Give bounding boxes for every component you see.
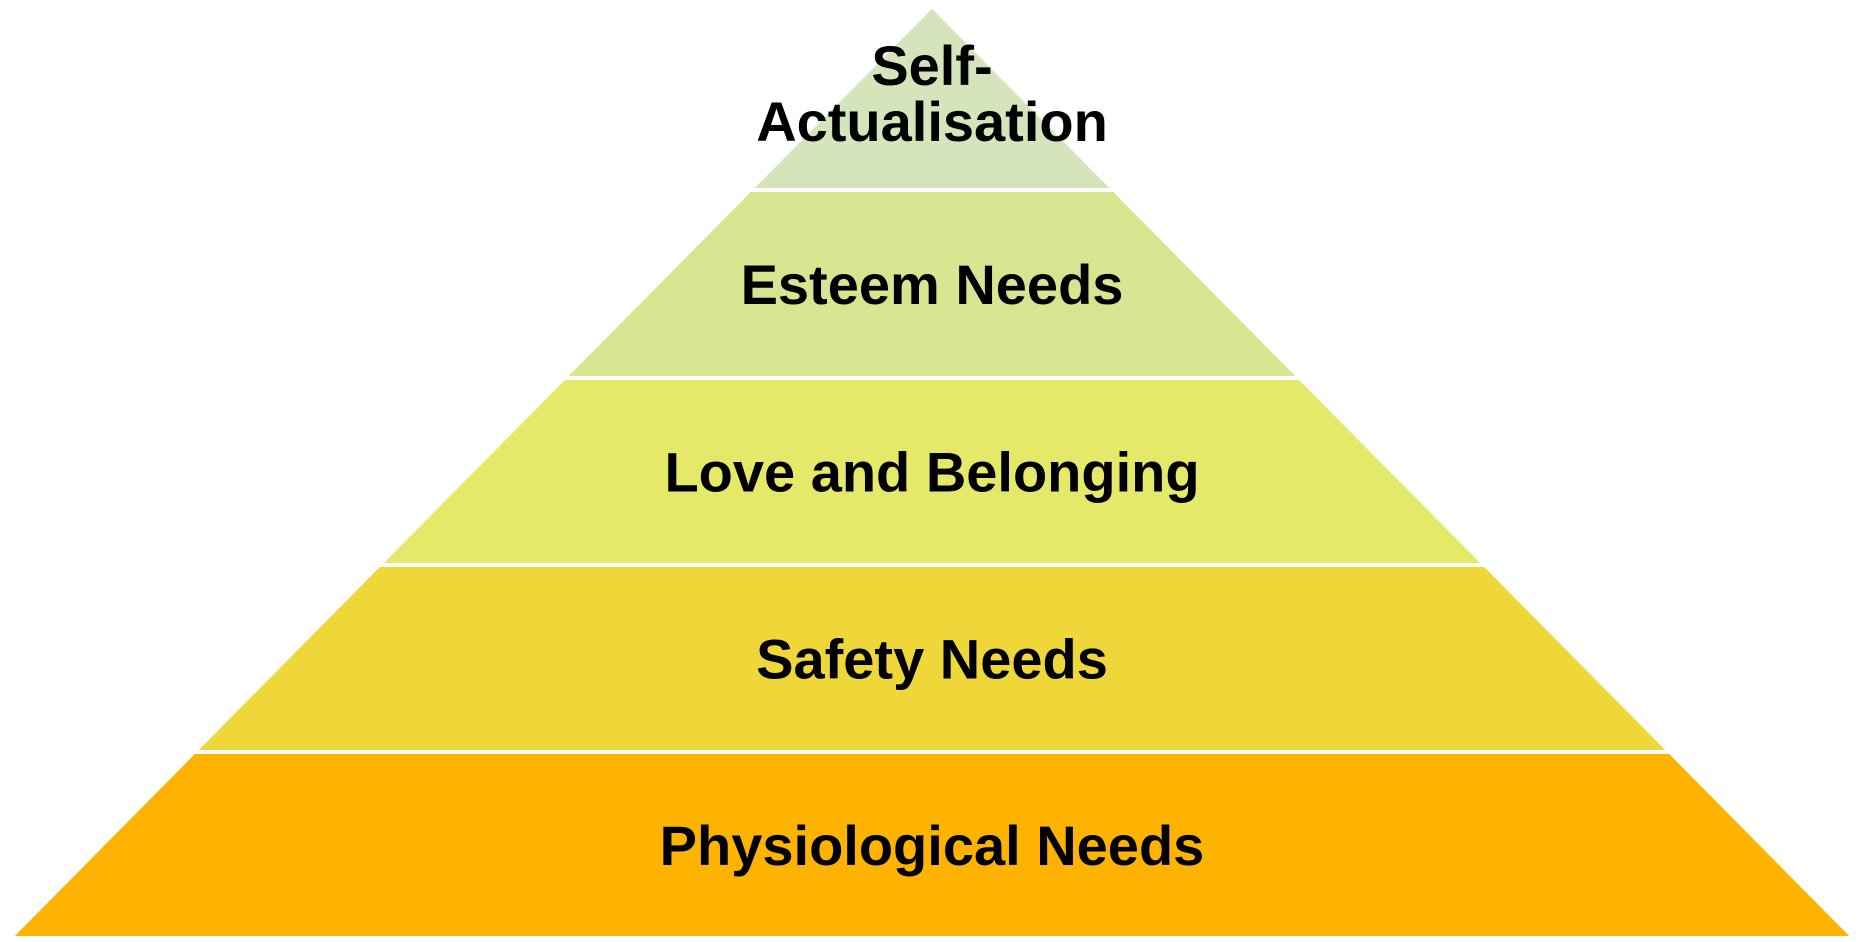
tier-label: Physiological Needs [660,814,1205,877]
tier-self-actualisation: Self-Actualisation [745,3,1119,192]
tier-esteem-needs: Esteem Needs [559,188,1305,380]
tier-love-and-belonging: Love and Belonging [374,376,1490,567]
tier-label: Esteem Needs [741,253,1124,316]
tier-label-line: Safety Needs [756,628,1108,691]
tier-safety-needs: Safety Needs [189,563,1675,754]
tier-label-line: Esteem Needs [741,253,1124,316]
tier-label-line: Self- [871,34,992,97]
tier-label: Love and Belonging [664,441,1199,504]
tier-physiological-needs: Physiological Needs [5,750,1859,940]
tier-label-line: Actualisation [756,90,1108,153]
tier-label: Self-Actualisation [756,34,1108,153]
tier-label-line: Love and Belonging [664,441,1199,504]
tier-label: Safety Needs [756,628,1108,691]
tier-shape [5,750,1859,940]
tier-label-line: Physiological Needs [660,814,1205,877]
